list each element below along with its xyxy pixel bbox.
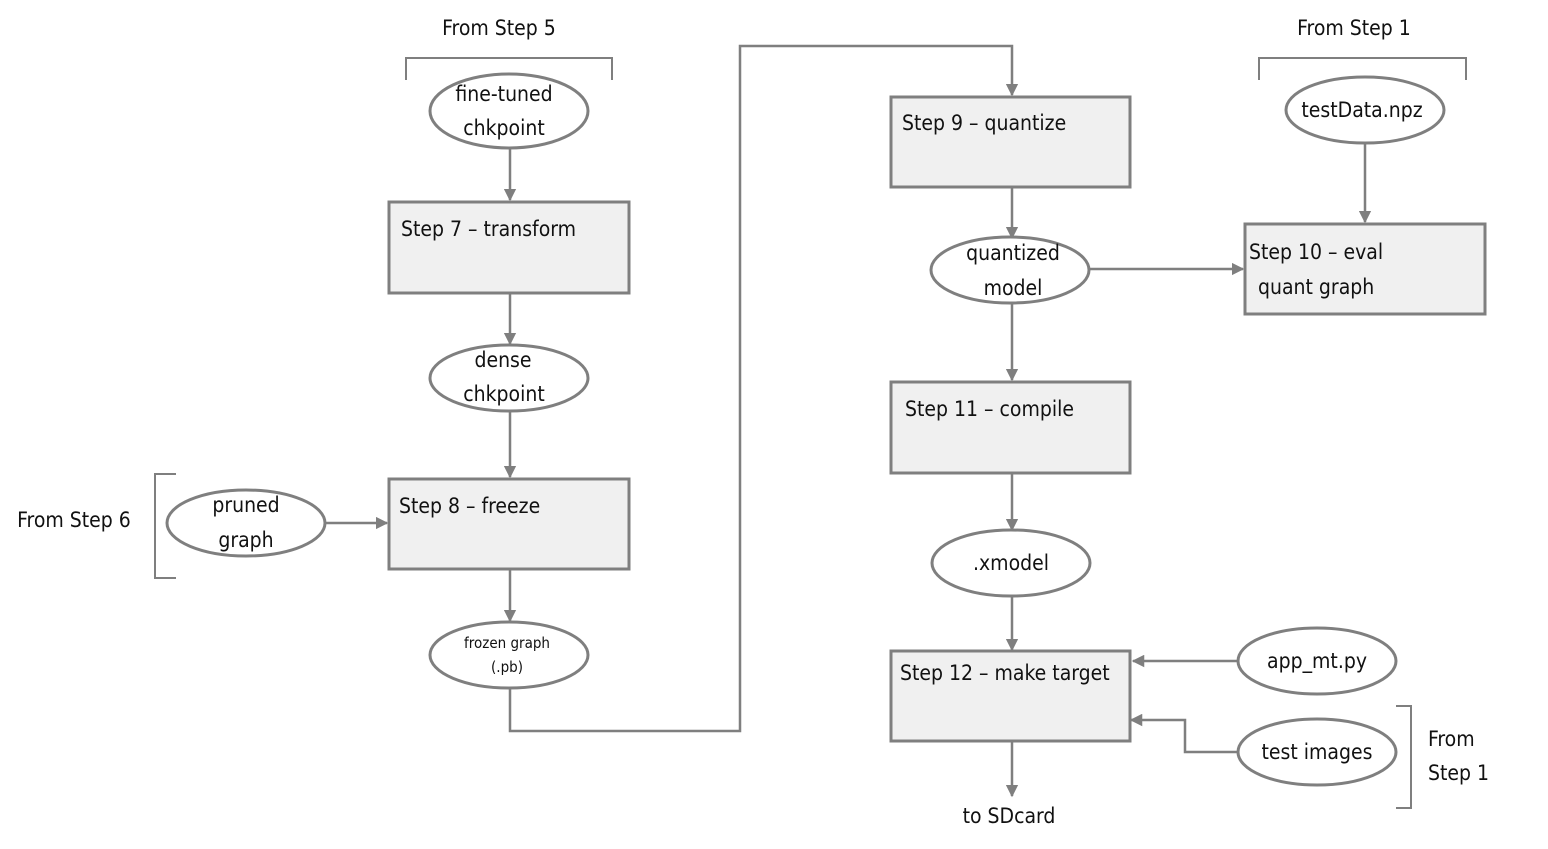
step-10-label-line2: quant graph bbox=[1258, 275, 1374, 299]
svg-text:pruned: pruned bbox=[212, 493, 279, 517]
svg-text:testData.npz: testData.npz bbox=[1301, 98, 1422, 122]
svg-text:model: model bbox=[984, 276, 1043, 300]
node-test-images: test images bbox=[1236, 717, 1398, 787]
connectors bbox=[325, 44, 1372, 798]
node-finetuned-chkpoint: fine-tuned chkpoint bbox=[428, 72, 590, 150]
label-from-step1-bottom-line2: Step 1 bbox=[1428, 761, 1489, 785]
step-9-box: Step 9 – quantize bbox=[889, 95, 1132, 189]
node-pruned-graph: pruned graph bbox=[165, 488, 327, 558]
svg-text:(.pb): (.pb) bbox=[491, 658, 523, 676]
svg-text:graph: graph bbox=[218, 528, 273, 552]
arrow-frozen-to-step9 bbox=[508, 44, 1019, 733]
step-7-label: Step 7 – transform bbox=[401, 217, 576, 241]
svg-text:quantized: quantized bbox=[966, 241, 1060, 265]
svg-text:fine-tuned: fine-tuned bbox=[455, 82, 552, 106]
label-from-step6: From Step 6 bbox=[17, 508, 131, 532]
step-10-box: Step 10 – eval quant graph bbox=[1243, 222, 1487, 316]
label-from-step1-top: From Step 1 bbox=[1297, 16, 1411, 40]
step-10-label-line1: Step 10 – eval bbox=[1249, 240, 1383, 264]
brackets bbox=[154, 57, 1467, 809]
svg-text:test images: test images bbox=[1262, 740, 1373, 764]
step-12-label: Step 12 – make target bbox=[900, 661, 1110, 685]
node-testdata: testData.npz bbox=[1284, 75, 1446, 145]
node-xmodel: .xmodel bbox=[930, 528, 1092, 598]
step-11-box: Step 11 – compile bbox=[889, 380, 1132, 475]
node-quantized-model: quantized model bbox=[929, 235, 1091, 305]
svg-text:frozen graph: frozen graph bbox=[464, 634, 550, 652]
bracket-from-step5 bbox=[405, 57, 613, 80]
node-appmt: app_mt.py bbox=[1236, 626, 1398, 696]
step-11-label: Step 11 – compile bbox=[905, 397, 1074, 421]
svg-text:app_mt.py: app_mt.py bbox=[1267, 649, 1367, 674]
bracket-from-step6 bbox=[154, 473, 176, 579]
svg-text:chkpoint: chkpoint bbox=[463, 116, 545, 140]
svg-text:dense: dense bbox=[474, 348, 531, 372]
step-7-box: Step 7 – transform bbox=[387, 200, 631, 295]
step-9-label: Step 9 – quantize bbox=[902, 111, 1066, 135]
step-12-box: Step 12 – make target bbox=[889, 649, 1132, 743]
bracket-from-step1-top bbox=[1258, 57, 1467, 80]
step-8-box: Step 8 – freeze bbox=[387, 477, 631, 571]
bracket-from-step1-bottom bbox=[1396, 705, 1412, 809]
node-dense-chkpoint: dense chkpoint bbox=[428, 343, 590, 413]
svg-text:chkpoint: chkpoint bbox=[463, 382, 545, 406]
label-to-sdcard: to SDcard bbox=[963, 804, 1056, 828]
arrow-testimages-to-step12 bbox=[1129, 713, 1238, 754]
label-from-step5: From Step 5 bbox=[442, 16, 556, 40]
step-8-label: Step 8 – freeze bbox=[399, 494, 540, 518]
node-frozen-graph: frozen graph (.pb) bbox=[428, 620, 590, 690]
svg-text:.xmodel: .xmodel bbox=[973, 551, 1049, 575]
label-from-step1-bottom-line1: From bbox=[1428, 727, 1475, 751]
